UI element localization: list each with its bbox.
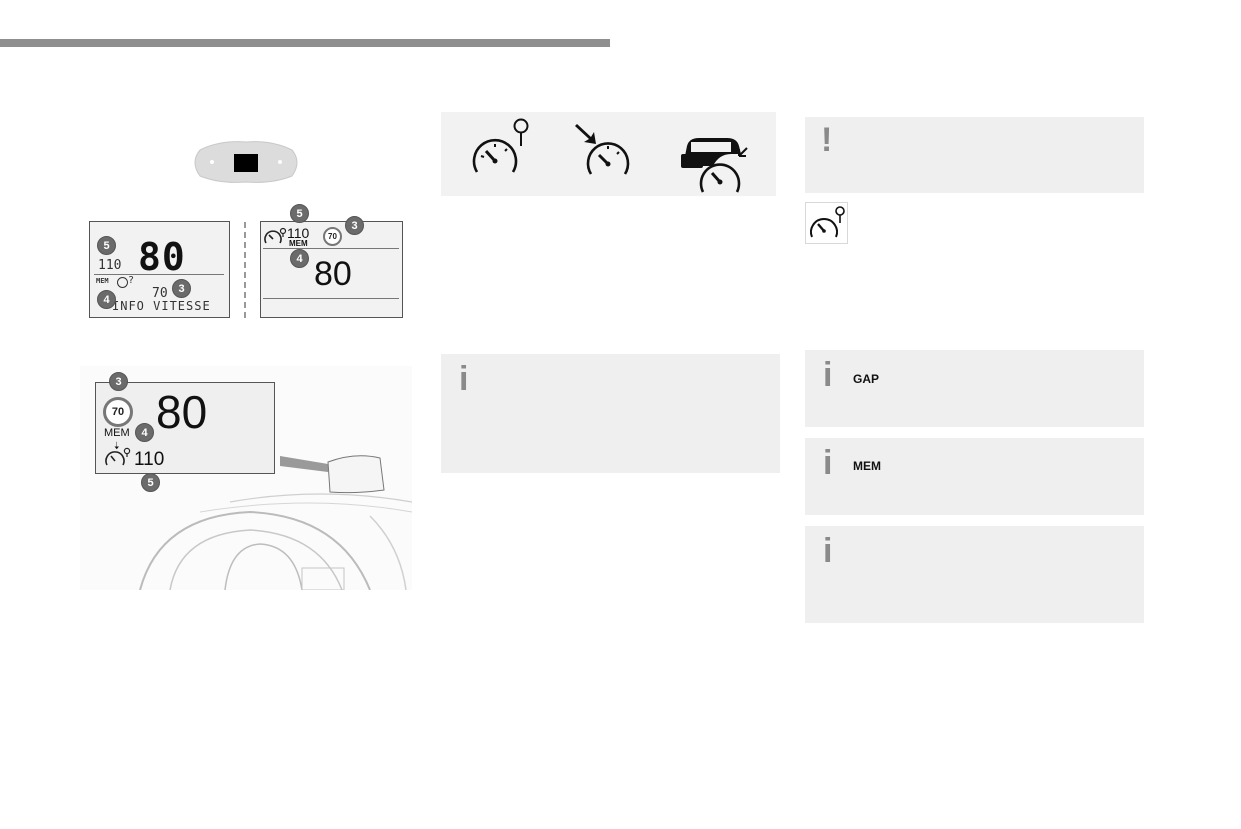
speedometer-arrow-icon — [575, 124, 630, 175]
info-icon: i — [823, 356, 833, 394]
info-note: i — [441, 354, 780, 473]
mem-note: i MEM — [805, 438, 1144, 515]
car-speedometer-icon — [681, 138, 748, 193]
hud-display: 70 80 MEM 🠣 110 — [95, 382, 275, 474]
info-icon: i — [459, 360, 469, 398]
matrix-display: 110 MEM 70 80 — [260, 221, 403, 318]
speedometer-pin-icon — [472, 118, 529, 173]
matrix-divider-top — [263, 248, 399, 249]
lcd-info-text: INFO VITESSE — [112, 299, 211, 313]
info-icon: i — [823, 532, 833, 570]
icon-strip — [441, 112, 776, 196]
speedometer-pin-icon — [810, 206, 845, 238]
lcd-mem-indicator: MEM — [96, 277, 109, 285]
lcd-memorized-speed: 110 — [98, 258, 122, 273]
hud-speed: 80 — [156, 386, 208, 438]
matrix-mem-label: MEM — [289, 239, 308, 248]
badge-5: 5 — [97, 236, 116, 255]
lcd-speed: 80 — [138, 235, 186, 279]
badge-3: 3 — [345, 216, 364, 235]
badge-5: 5 — [290, 204, 309, 223]
hud-memorized-speed: 110 — [134, 449, 165, 470]
lcd-limit-value: 70 — [152, 286, 168, 301]
badge-5: 5 — [141, 473, 160, 492]
badge-3: 3 — [172, 279, 191, 298]
badge-4: 4 — [135, 423, 154, 442]
matrix-limit-sign: 70 — [323, 227, 342, 246]
speedometer-pin-icon-box — [805, 202, 848, 244]
lcd-question: ? — [128, 275, 135, 286]
badge-3: 3 — [109, 372, 128, 391]
lcd-mem-text: MEM — [96, 277, 109, 285]
info-note-bottom: i — [805, 526, 1144, 623]
steering-wheel-illustration — [139, 455, 412, 590]
instrument-cluster-icon — [194, 141, 298, 183]
matrix-speed: 80 — [314, 255, 352, 293]
badge-4: 4 — [290, 249, 309, 268]
info-icon: i — [823, 444, 833, 482]
matrix-divider-bottom — [263, 298, 399, 299]
hud-limit-sign: 70 — [103, 397, 133, 427]
hud-mem-label: MEM — [104, 427, 130, 439]
header-bar — [0, 39, 610, 47]
gap-label: GAP — [853, 372, 880, 386]
speedometer-pin-icon — [264, 227, 287, 244]
warning-icon: ! — [821, 121, 833, 159]
mem-label: MEM — [853, 459, 881, 473]
gap-note: i GAP — [805, 350, 1144, 427]
warning-note: ! — [805, 117, 1144, 193]
display-divider — [244, 222, 246, 318]
lcd-limit-icon — [117, 277, 128, 288]
hud-down-arrow-icon: 🠣 — [114, 441, 120, 452]
matrix-memorized-speed: 110 — [287, 225, 310, 241]
badge-4: 4 — [97, 290, 116, 309]
speedometer-pin-icon — [105, 447, 131, 466]
lcd-divider — [94, 274, 224, 275]
